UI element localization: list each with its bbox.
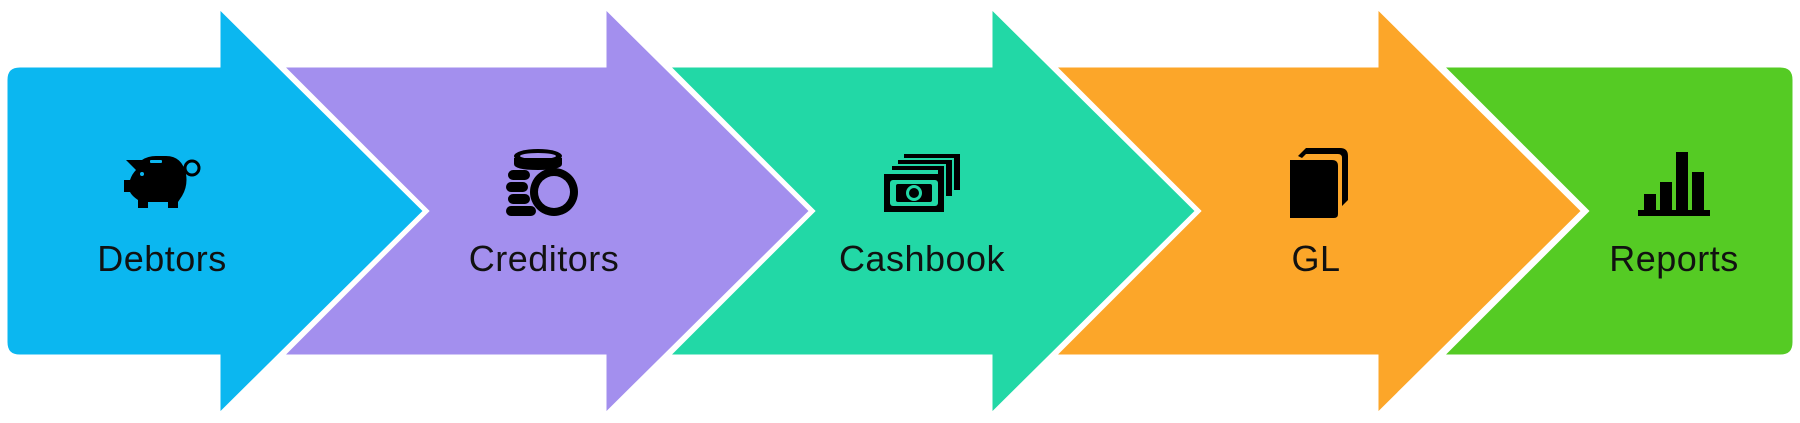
step-label-cashbook: Cashbook <box>838 238 1006 279</box>
piggy-bank-icon <box>122 152 202 224</box>
step-label-reports: Reports <box>1609 238 1739 279</box>
banknotes-icon <box>882 150 962 222</box>
bar-chart-icon <box>1634 148 1714 220</box>
ledger-book-icon <box>1276 148 1356 220</box>
reports-block <box>1433 62 1798 360</box>
step-label-creditors: Creditors <box>468 238 620 279</box>
coins-search-icon <box>502 148 582 220</box>
step-label-gl: GL <box>1291 238 1341 279</box>
step-label-debtors: Debtors <box>97 238 227 279</box>
debtors-arrow <box>2 0 430 423</box>
